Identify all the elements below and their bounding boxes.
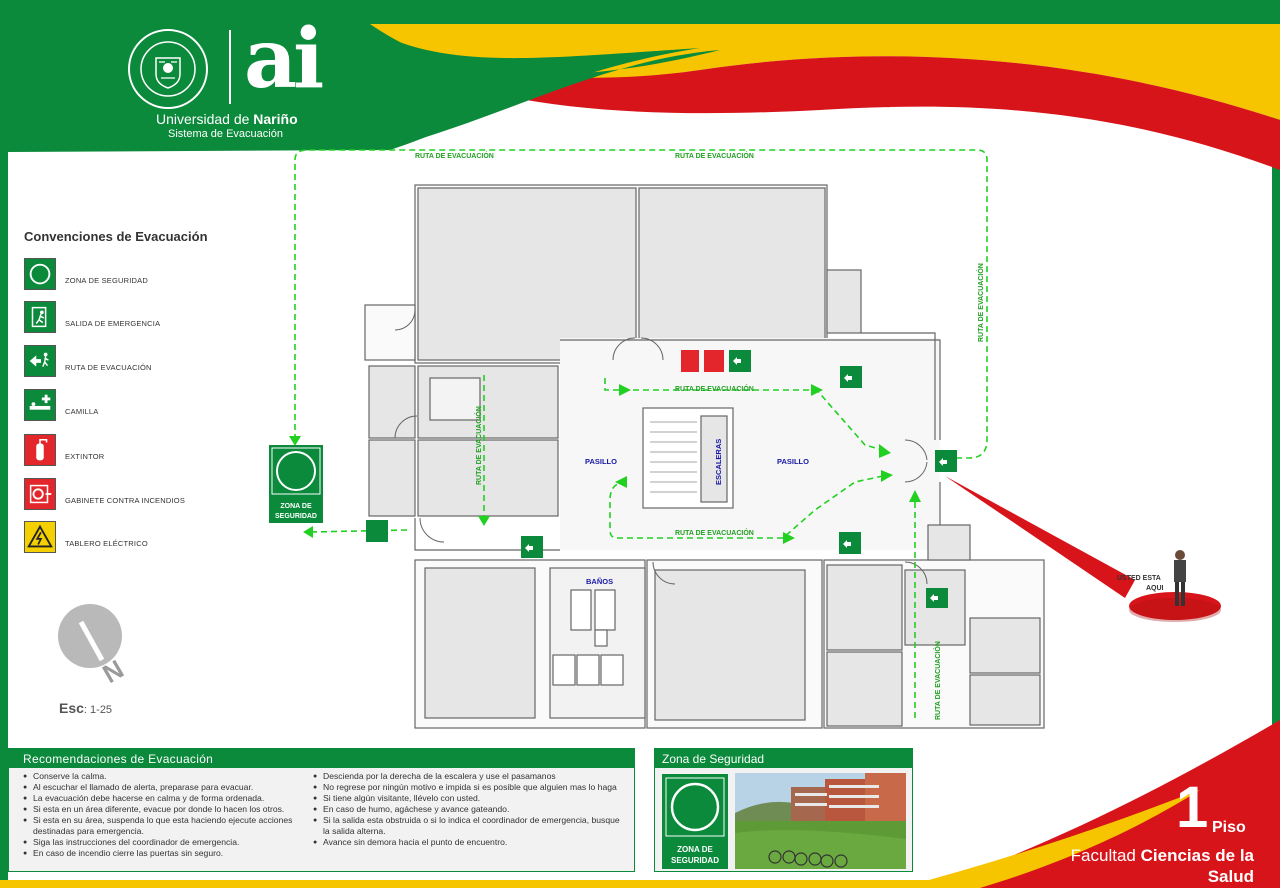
svg-text:ZONA DE: ZONA DE [677, 845, 713, 854]
recommendation-item: Al escuchar el llamado de alerta, prepar… [23, 782, 313, 793]
svg-text:SEGURIDAD: SEGURIDAD [671, 856, 719, 865]
safety-zone-title: Zona de Seguridad [662, 752, 765, 766]
emergency-exit-icon [24, 301, 56, 333]
recommendation-item: Si esta en su área, suspenda lo que esta… [23, 815, 313, 837]
safety-zone-photo [735, 773, 906, 869]
route-label: RUTA DE EVACUACIÓN [415, 151, 494, 160]
fire-cabinet-icon [24, 478, 56, 510]
safety-zone-panel: Zona de Seguridad ZONA DE SEGURIDAD [654, 748, 913, 872]
recommendations-panel: Recomendaciones de Evacuación Conserve l… [8, 748, 635, 872]
university-seal [128, 29, 208, 109]
brand-logo: ai [244, 11, 324, 107]
legend-item-safety-zone: Zona de seguridad [24, 258, 224, 292]
recommendation-item: En caso de incendio cierre las puertas s… [23, 848, 313, 859]
route-label: RUTA DE EVACUACIÓN [675, 528, 754, 537]
stretcher-icon [24, 389, 56, 421]
safety-zone-sign: ZONA DE SEGURIDAD [662, 774, 728, 869]
legend-item-fire-cabinet: Gabinete contra incendios [24, 478, 224, 512]
plan-signs [269, 350, 957, 608]
safety-zone-header: Zona de Seguridad [655, 749, 912, 768]
banos-label: BAÑOS [586, 577, 613, 586]
recommendations-right-list: Descienda por la derecha de la escalera … [313, 771, 627, 848]
recommendations-header: Recomendaciones de Evacuación [9, 749, 634, 768]
route-label: RUTA DE EVACUACIÓN [675, 384, 754, 393]
floor-word: Piso [1212, 819, 1246, 836]
evacuation-route-icon [24, 345, 56, 377]
safety-zone-icon [24, 258, 56, 290]
route-label: RUTA DE EVACUACIÓN [933, 641, 942, 720]
recommendation-item: Si esta en un área diferente, evacue por… [23, 804, 313, 815]
floor-number: 1 [1176, 775, 1209, 840]
electrical-panel-icon [24, 521, 56, 553]
recommendation-item: Avance sin demora hacia el punto de encu… [313, 837, 627, 848]
recommendation-item: Si tiene algún visitante, llévelo con us… [313, 793, 627, 804]
person-figure [1174, 550, 1186, 606]
recommendations-left-list: Conserve la calma. Al escuchar el llamad… [23, 771, 313, 859]
extinguisher-icon [24, 434, 56, 466]
recommendation-item: En caso de humo, agáchese y avance gatea… [313, 804, 627, 815]
pasillo-right-label: PASILLO [777, 457, 809, 466]
faculty-name: Facultad Ciencias de la Salud [1070, 846, 1254, 886]
recommendation-item: Si la salida esta obstruida o si lo indi… [313, 815, 627, 837]
system-name: Sistema de Evacuación [168, 128, 283, 140]
recommendations-title: Recomendaciones de Evacuación [23, 752, 214, 766]
legend-item-emergency-exit: Salida de emergencia [24, 301, 224, 335]
zone-sign-line2: SEGURIDAD [275, 513, 317, 520]
route-label: RUTA DE EVACUACIÓN [474, 406, 483, 485]
recommendation-item: Conserve la calma. [23, 771, 313, 782]
you-are-here-line1: USTED ESTA [1117, 575, 1161, 582]
recommendation-item: La evacuación debe hacerse en calma y de… [23, 793, 313, 804]
pasillo-left-label: PASILLO [585, 457, 617, 466]
legend-item-stretcher: Camilla [24, 389, 224, 423]
recommendation-item: Descienda por la derecha de la escalera … [313, 771, 627, 782]
scale-label: Esc: 1-25 [59, 700, 113, 716]
legend-title: Convenciones de Evacuación [24, 229, 208, 244]
recommendation-item: No regrese por ningún motivo e impida si… [313, 782, 627, 793]
safety-zone-icon: ZONA DE SEGURIDAD [665, 777, 725, 865]
you-are-here-line2: AQUI [1146, 585, 1164, 592]
route-arrowhead [289, 436, 301, 446]
route-label: RUTA DE EVACUACIÓN [675, 151, 754, 160]
legend-item-extinguisher: Extintor [24, 434, 224, 468]
zone-sign-line1: ZONA DE [280, 503, 312, 510]
university-name: Universidad de Nariño [156, 111, 298, 127]
recommendation-item: Siga las instrucciones del coordinador d… [23, 837, 313, 848]
legend-item-evacuation-route: Ruta de evacuación [24, 345, 224, 379]
floor-plan: RUTA DE EVACUACIÓN RUTA DE EVACUACIÓN RU… [269, 149, 1221, 729]
route-label: RUTA DE EVACUACIÓN [976, 263, 985, 342]
legend-item-electrical-panel: Tablero eléctrico [24, 521, 224, 555]
brand-divider [229, 30, 231, 104]
stairs-label: ESCALERAS [714, 439, 723, 485]
north-compass: N [58, 604, 126, 686]
